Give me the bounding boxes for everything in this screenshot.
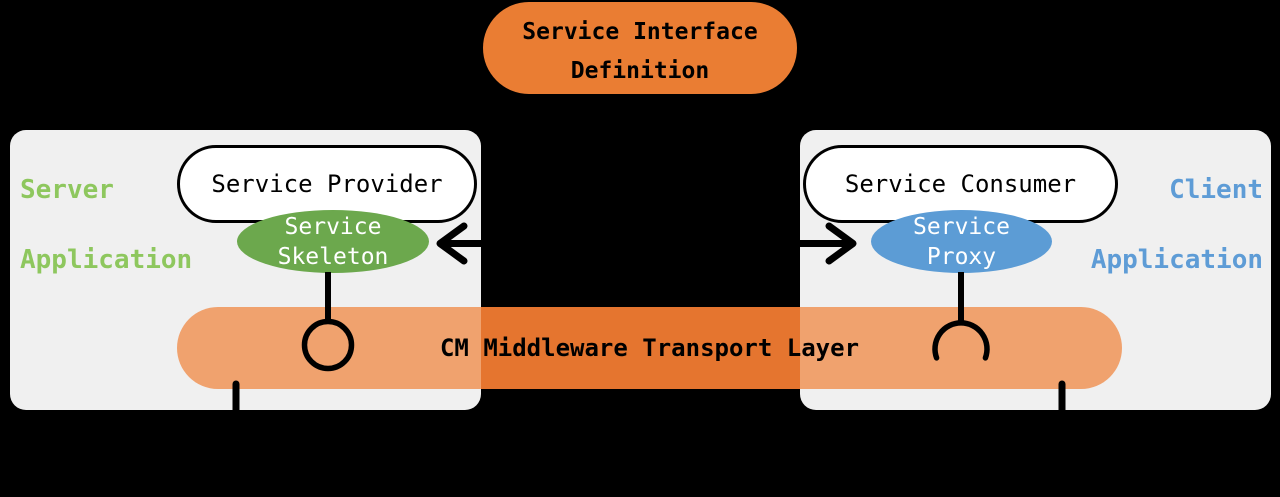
service-consumer-node: Service Consumer: [803, 145, 1118, 223]
service-skeleton-line2: Skeleton: [277, 243, 389, 270]
client-application-label-line2: Application: [1090, 245, 1263, 275]
service-interface-definition-line1: Service Interface: [522, 18, 758, 45]
service-interface-definition-line2: Definition: [570, 57, 710, 84]
transport-layer-bar: CM Middleware Transport Layer: [177, 307, 1122, 389]
service-proxy-line1: Service: [913, 213, 1010, 240]
service-proxy-line2: Proxy: [926, 243, 997, 270]
service-skeleton-line1: Service: [284, 213, 382, 240]
transport-layer-label: CM Middleware Transport Layer: [439, 334, 860, 362]
transport-layer-bar-middle-segment: [481, 307, 800, 389]
service-skeleton-node: Service Skeleton: [237, 210, 429, 273]
server-application-label-line2: Application: [20, 245, 193, 275]
service-interface-definition-node: Service Interface Definition: [483, 2, 797, 94]
server-application-label-line1: Server: [20, 175, 114, 205]
service-provider-label: Service Provider: [211, 170, 443, 198]
service-proxy-node: Service Proxy: [871, 210, 1052, 273]
client-application-label-line1: Client: [1169, 175, 1263, 205]
service-consumer-label: Service Consumer: [844, 170, 1077, 198]
